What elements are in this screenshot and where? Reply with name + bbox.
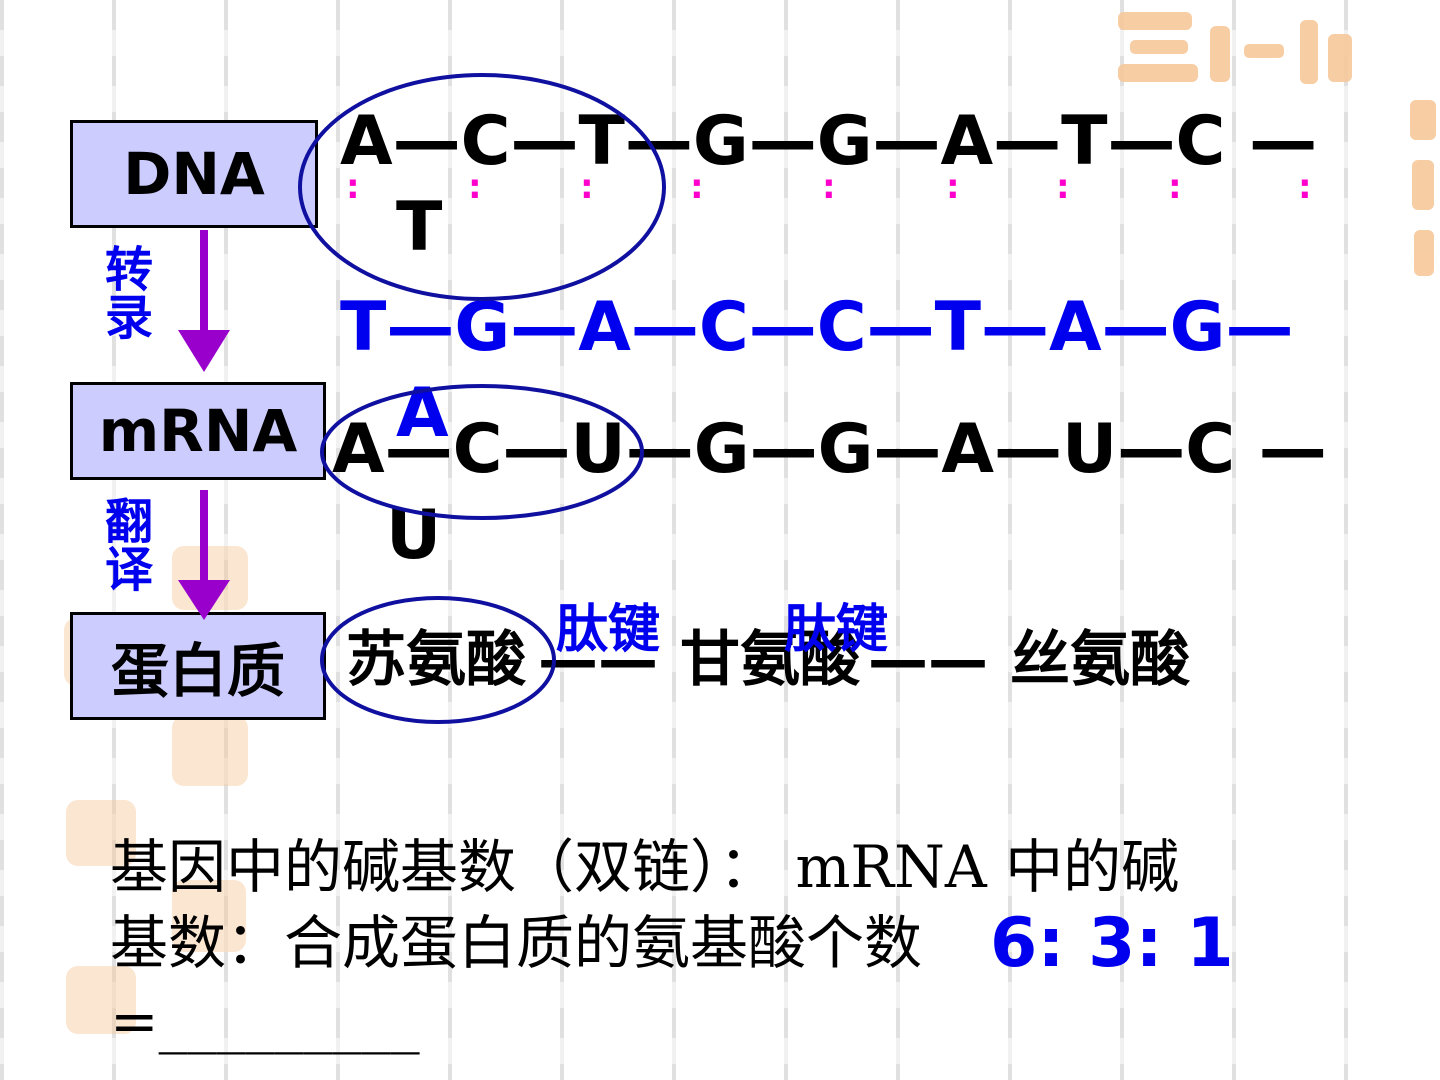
pair-mark: : xyxy=(822,167,836,207)
ratio-answer: 6: 3: 1 xyxy=(990,904,1234,983)
dna-triplet-ellipse xyxy=(298,73,666,301)
ratio-answer-blank: =_________ xyxy=(110,987,420,1055)
pair-mark: : xyxy=(1168,167,1182,207)
pair-mark: : xyxy=(346,167,360,207)
mrna-strand-sequence: A—C—U—G—G—A—U—C — xyxy=(332,410,1327,489)
amino-acid-1: 苏氨酸 xyxy=(346,625,526,695)
peptide-bond-line-1: —— xyxy=(538,625,658,695)
amino-acid-ellipse xyxy=(320,596,556,724)
dna-strand-sequence: A—C—T—G—G—A—T—C — xyxy=(340,102,1318,181)
template-strand-sequence: T—G—A—C—C—T—A—G— xyxy=(340,288,1294,367)
dna-box: DNA xyxy=(70,120,318,228)
dna-strand-overflow: T xyxy=(396,188,443,267)
amino-acid-3: 丝氨酸 xyxy=(1010,625,1190,695)
pair-mark: : xyxy=(468,167,482,207)
peptide-bond-label-1: 肽键 xyxy=(556,600,661,660)
pair-mark: : xyxy=(690,167,704,207)
peptide-bond-line-2: —— xyxy=(868,625,988,695)
transcription-arrow-icon xyxy=(178,230,230,372)
ratio-question-line-1: 基因中的碱基数（双链）： mRNA 中的碱 xyxy=(110,833,1180,901)
pair-mark: : xyxy=(580,167,594,207)
translation-label: 翻译 xyxy=(96,496,152,592)
mrna-label: mRNA xyxy=(98,397,298,465)
pair-mark: : xyxy=(1298,167,1312,207)
translation-arrow-icon xyxy=(178,490,230,620)
protein-label: 蛋白质 xyxy=(110,637,285,705)
transcription-label: 转录 xyxy=(96,244,152,340)
pair-mark: : xyxy=(1056,167,1070,207)
ratio-question-line-2: 基数：合成蛋白质的氨基酸个数 xyxy=(110,909,923,977)
mrna-box: mRNA xyxy=(70,382,326,480)
peptide-bond-label-2: 肽键 xyxy=(784,600,889,660)
dna-label: DNA xyxy=(123,140,265,208)
amino-acid-2: 甘氨酸 xyxy=(680,625,860,695)
codon-ellipse xyxy=(320,384,644,520)
protein-box: 蛋白质 xyxy=(70,612,326,720)
pair-mark: : xyxy=(946,167,960,207)
